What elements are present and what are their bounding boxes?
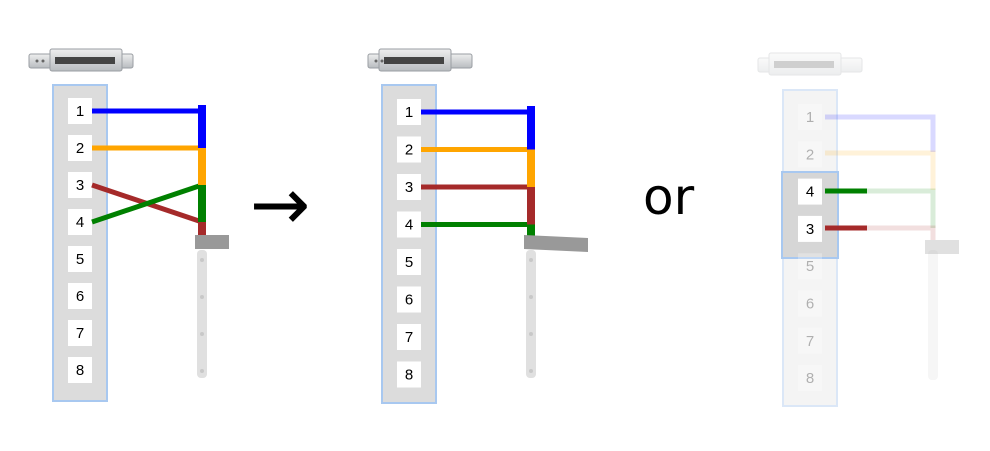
connector-bar — [925, 240, 959, 254]
wire-bus-segment — [198, 222, 206, 236]
port-number: 8 — [405, 367, 413, 384]
wire-bus-segment — [198, 148, 206, 185]
port-label-box: 4 — [798, 178, 822, 205]
port-number: 1 — [76, 103, 84, 120]
faded-wires — [825, 114, 936, 240]
port-label-box: 7 — [397, 324, 421, 350]
port-number: 3 — [405, 179, 413, 196]
wire-faded-green — [867, 188, 936, 228]
port-number: 6 — [76, 288, 84, 305]
port-number: 7 — [806, 333, 814, 350]
port-number: 5 — [405, 254, 413, 271]
wire-faded-brown — [867, 225, 936, 240]
patch-panel-device-icon — [757, 52, 863, 76]
port-number: 5 — [806, 258, 814, 275]
port-label-box: 8 — [68, 357, 92, 383]
port-label-box: 3 — [397, 174, 421, 200]
port-label-box: 5 — [68, 246, 92, 272]
port-label-box: 2 — [68, 135, 92, 161]
port-label-box: 3 — [798, 215, 822, 242]
port-label-box: 4 — [397, 211, 421, 238]
patch-panel-device-icon — [28, 48, 134, 72]
port-number: 8 — [806, 370, 814, 387]
port-number: 1 — [405, 104, 413, 121]
wire-bus-segment — [527, 149, 535, 187]
arrow-right-icon: → — [250, 162, 311, 246]
port-label-box: 3 — [68, 172, 92, 198]
wire-bus-segment — [527, 224, 535, 236]
cable-gray-stub — [197, 250, 207, 378]
port-label-box: 1 — [68, 98, 92, 124]
patch-panel-device-icon — [367, 48, 473, 72]
panel-after: 1 2 3 4 5 6 7 8 — [367, 48, 588, 404]
connector-bar — [195, 235, 229, 249]
port-label-box: 4 — [68, 209, 92, 235]
port-number: 8 — [76, 362, 84, 379]
port-label-box: 1 — [397, 99, 421, 125]
or-separator-text: or — [643, 168, 695, 226]
port-label-box: 7 — [68, 320, 92, 346]
panel-alternative: 1 2 4 3 5 6 7 8 — [757, 52, 959, 407]
wire-bus-segment — [198, 105, 206, 148]
port-label-box: 6 — [397, 286, 421, 313]
port-number: 2 — [405, 142, 413, 159]
port-number: 7 — [405, 329, 413, 346]
port-label-box: 2 — [798, 141, 822, 168]
port-number: 4 — [76, 214, 84, 231]
wire-bus-segment — [527, 187, 535, 225]
wire-bus-segment — [198, 185, 206, 222]
port-number: 7 — [76, 325, 84, 342]
connector-bar — [524, 235, 588, 252]
port-panel — [52, 84, 108, 402]
port-number: 1 — [806, 109, 814, 126]
port-number: 2 — [806, 146, 814, 163]
port-label-box: 6 — [798, 290, 822, 317]
port-number: 4 — [806, 184, 814, 201]
port-label-box: 2 — [397, 136, 421, 163]
port-label-box: 8 — [798, 365, 822, 392]
port-number: 6 — [806, 296, 814, 313]
port-label-box: 6 — [68, 283, 92, 309]
wire-bus-segment — [527, 106, 535, 150]
wire-4 — [91, 182, 203, 225]
cable-gray-stub — [526, 250, 536, 378]
cable-gray-stub — [928, 250, 938, 380]
port-number: 3 — [76, 177, 84, 194]
port-label-box: 7 — [798, 327, 822, 354]
wire-faded-orange — [825, 150, 936, 190]
port-label-box: 8 — [397, 361, 421, 388]
port-number: 5 — [76, 251, 84, 268]
port-number: 4 — [405, 217, 413, 234]
port-number: 3 — [806, 221, 814, 238]
port-number: 6 — [405, 292, 413, 309]
panel-before: 1 2 3 4 5 6 7 8 — [28, 48, 229, 402]
port-label-box: 5 — [798, 253, 822, 280]
wire-faded-blue — [825, 114, 936, 152]
port-number: 2 — [76, 140, 84, 157]
port-panel — [381, 84, 437, 404]
port-label-box: 1 — [798, 104, 822, 130]
port-label-box: 5 — [397, 249, 421, 275]
